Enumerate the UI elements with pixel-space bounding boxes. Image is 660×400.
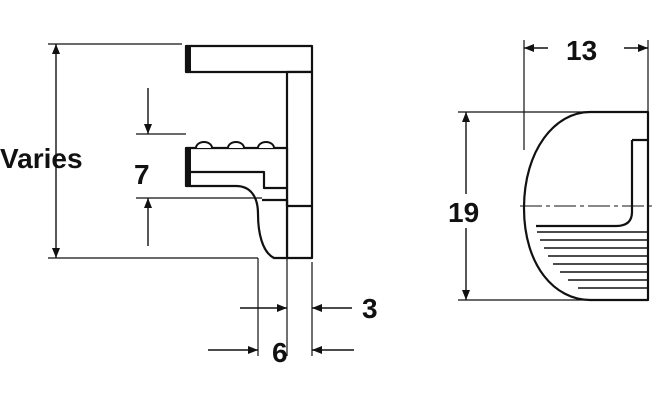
side-view-notch [186, 170, 287, 190]
top-view [522, 110, 650, 302]
label-three: 3 [362, 293, 378, 324]
top-view-ribs [537, 231, 648, 289]
label-seven: 7 [134, 159, 150, 190]
side-view [184, 44, 314, 260]
label-thirteen: 13 [566, 35, 597, 66]
top-view-body [522, 110, 650, 302]
top-view-inner [536, 138, 648, 228]
side-view-step [262, 198, 312, 208]
side-view-column [285, 70, 314, 260]
side-view-top-bar [184, 44, 314, 74]
side-view-shading [186, 46, 191, 186]
label-varies: Varies [0, 143, 83, 174]
label-six: 6 [272, 337, 288, 368]
label-nineteen: 19 [448, 197, 479, 228]
side-view-ribs [195, 141, 275, 149]
label-nineteen-bg [446, 194, 488, 228]
side-view-foot [184, 146, 289, 260]
extension-lines-right [458, 40, 649, 301]
